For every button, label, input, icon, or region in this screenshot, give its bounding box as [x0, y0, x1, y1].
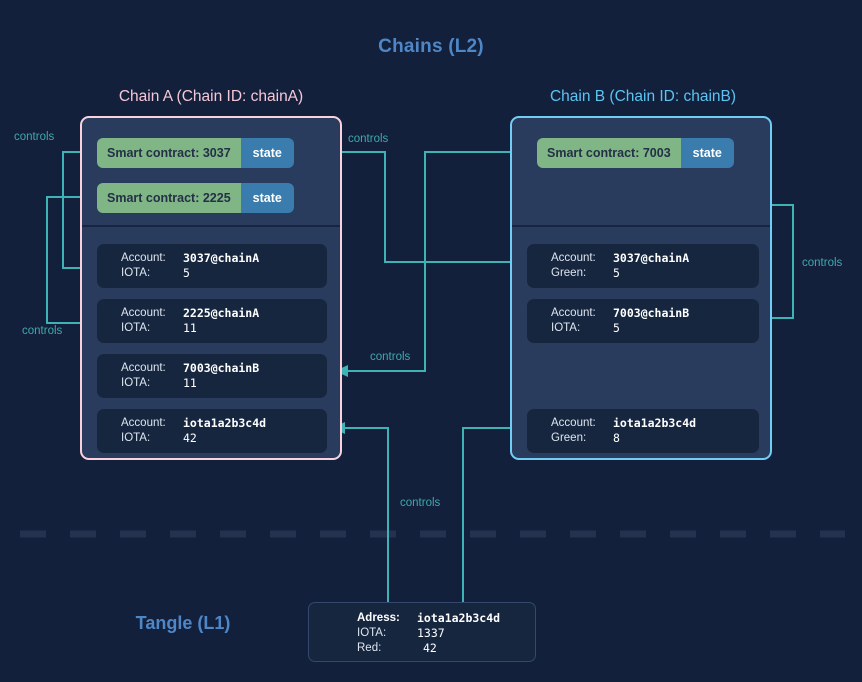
chain-a-account-3-key-1: Account: — [121, 417, 166, 429]
chain-a-account-3-line-2: IOTA: 42 — [121, 431, 327, 446]
wire-left-contract2225 — [46, 196, 108, 324]
chain-a-account-1-val-2: 11 — [183, 321, 197, 335]
chain-a-account-1-val-1: 2225@chainA — [183, 306, 260, 320]
chain-a-account-3-key-2: IOTA: — [121, 432, 151, 444]
chain-a-account-2[interactable]: Account: 7003@chainB IOTA: 11 — [97, 354, 327, 398]
tangle-iota-label: IOTA: — [357, 627, 387, 639]
chain-b-account-1-val-2: 5 — [613, 321, 620, 335]
controls-label-right: controls — [802, 257, 843, 269]
chain-b-account-0-val-2: 5 — [613, 266, 620, 280]
chain-a-account-1-line-1: Account: 2225@chainA — [121, 306, 327, 321]
chain-a-account-0-key-1: Account: — [121, 252, 166, 264]
chain-a-account-2-val-2: 11 — [183, 376, 197, 390]
chain-b-account-2-key-2: Green: — [551, 432, 587, 444]
tangle-red-line: Red: 42 — [357, 641, 535, 656]
chain-a-account-1[interactable]: Account: 2225@chainA IOTA: 11 — [97, 299, 327, 343]
tangle-iota-line: IOTA: 1337 — [357, 626, 535, 641]
chain-a-account-2-key-2: IOTA: — [121, 377, 151, 389]
chain-a-title: Chain A (Chain ID: chainA) — [118, 88, 304, 105]
chain-b-account-1-val-1: 7003@chainB — [613, 306, 690, 320]
chain-b-account-2-val-1: iota1a2b3c4d — [613, 416, 697, 430]
chain-a-contract-0[interactable]: Smart contract: 3037 state — [97, 138, 294, 168]
chain-a-divider — [82, 225, 340, 227]
chain-a-contract-1-state-badge[interactable]: state — [240, 183, 294, 213]
chain-b-contract-0[interactable]: Smart contract: 7003 state — [537, 138, 734, 168]
tangle-address-value: iota1a2b3c4d — [417, 611, 501, 625]
chain-a-contract-0-state-badge[interactable]: state — [240, 138, 294, 168]
chain-a-account-0-val-2: 5 — [183, 266, 190, 280]
wire-tangle-to-chainB — [462, 427, 513, 602]
chain-b-divider — [512, 225, 770, 227]
chain-a-account-0-line-2: IOTA: 5 — [121, 266, 327, 281]
chain-a-contract-1[interactable]: Smart contract: 2225 state — [97, 183, 294, 213]
chain-b-account-2-val-2: 8 — [613, 431, 620, 445]
chain-a-account-3[interactable]: Account: iota1a2b3c4d IOTA: 42 — [97, 409, 327, 453]
chain-a-account-1-key-1: Account: — [121, 307, 166, 319]
chain-a-account-0[interactable]: Account: 3037@chainA IOTA: 5 — [97, 244, 327, 288]
chain-b-account-0-key-2: Green: — [551, 267, 587, 279]
chain-a-account-3-val-2: 42 — [183, 431, 197, 445]
wire-tangle-to-chainA — [345, 427, 389, 602]
tangle-title: Tangle (L1) — [135, 613, 231, 633]
chain-a-panel: Smart contract: 3037 state Smart contrac… — [80, 116, 342, 460]
chain-a-account-2-line-2: IOTA: 11 — [121, 376, 327, 391]
chain-a-contract-1-name: Smart contract: 2225 — [97, 183, 241, 213]
chain-b-account-0-key-1: Account: — [551, 252, 596, 264]
chain-b-contract-0-state-badge[interactable]: state — [680, 138, 734, 168]
controls-label-tangle: controls — [400, 497, 441, 509]
chain-b-account-0-line-1: Account: 3037@chainA — [551, 251, 759, 266]
chain-b-panel: Smart contract: 7003 state Account: 3037… — [510, 116, 772, 460]
chain-a-account-0-key-2: IOTA: — [121, 267, 151, 279]
chain-a-account-3-line-1: Account: iota1a2b3c4d — [121, 416, 327, 431]
chain-b-account-0-val-1: 3037@chainA — [613, 251, 690, 265]
tangle-red-label: Red: — [357, 642, 382, 654]
controls-label-mid-bottom: controls — [370, 351, 411, 363]
chain-b-account-1-key-2: IOTA: — [551, 322, 581, 334]
chain-a-contract-0-name: Smart contract: 3037 — [97, 138, 241, 168]
chain-a-account-0-val-1: 3037@chainA — [183, 251, 260, 265]
chain-a-account-2-val-1: 7003@chainB — [183, 361, 260, 375]
chain-b-account-2[interactable]: Account: iota1a2b3c4d Green: 8 — [527, 409, 759, 453]
chain-b-account-1[interactable]: Account: 7003@chainB IOTA: 5 — [527, 299, 759, 343]
chain-b-account-2-key-1: Account: — [551, 417, 596, 429]
chain-a-account-3-val-1: iota1a2b3c4d — [183, 416, 267, 430]
controls-label-bottom-left: controls — [22, 325, 63, 337]
tangle-iota-value: 1337 — [417, 626, 445, 640]
chain-b-account-2-line-1: Account: iota1a2b3c4d — [551, 416, 759, 431]
chain-a-account-2-line-1: Account: 7003@chainB — [121, 361, 327, 376]
chain-b-account-1-key-1: Account: — [551, 307, 596, 319]
chain-b-account-0[interactable]: Account: 3037@chainA Green: 5 — [527, 244, 759, 288]
tangle-address-box[interactable]: Adress: iota1a2b3c4d IOTA: 1337 Red: 42 — [308, 602, 536, 662]
wire-mid-a-to-b — [311, 151, 518, 263]
chain-b-account-2-line-2: Green: 8 — [551, 431, 759, 446]
page-title: Chains (L2) — [378, 36, 484, 57]
chain-b-contract-0-name: Smart contract: 7003 — [537, 138, 681, 168]
chain-b-account-0-line-2: Green: 5 — [551, 266, 759, 281]
chain-b-account-1-line-2: IOTA: 5 — [551, 321, 759, 336]
chain-a-account-1-key-2: IOTA: — [121, 322, 151, 334]
tangle-red-value: 42 — [423, 641, 437, 655]
tangle-address-label: Adress: — [357, 612, 400, 624]
controls-label-top-left: controls — [14, 131, 55, 143]
wire-mid-b-to-a — [348, 151, 537, 372]
controls-label-mid-top: controls — [348, 133, 389, 145]
chain-a-account-1-line-2: IOTA: 11 — [121, 321, 327, 336]
tangle-address-line: Adress: iota1a2b3c4d — [357, 611, 535, 626]
chain-a-account-0-line-1: Account: 3037@chainA — [121, 251, 327, 266]
chain-a-account-2-key-1: Account: — [121, 362, 166, 374]
chain-b-title: Chain B (Chain ID: chainB) — [549, 88, 737, 105]
chain-b-account-1-line-1: Account: 7003@chainB — [551, 306, 759, 321]
